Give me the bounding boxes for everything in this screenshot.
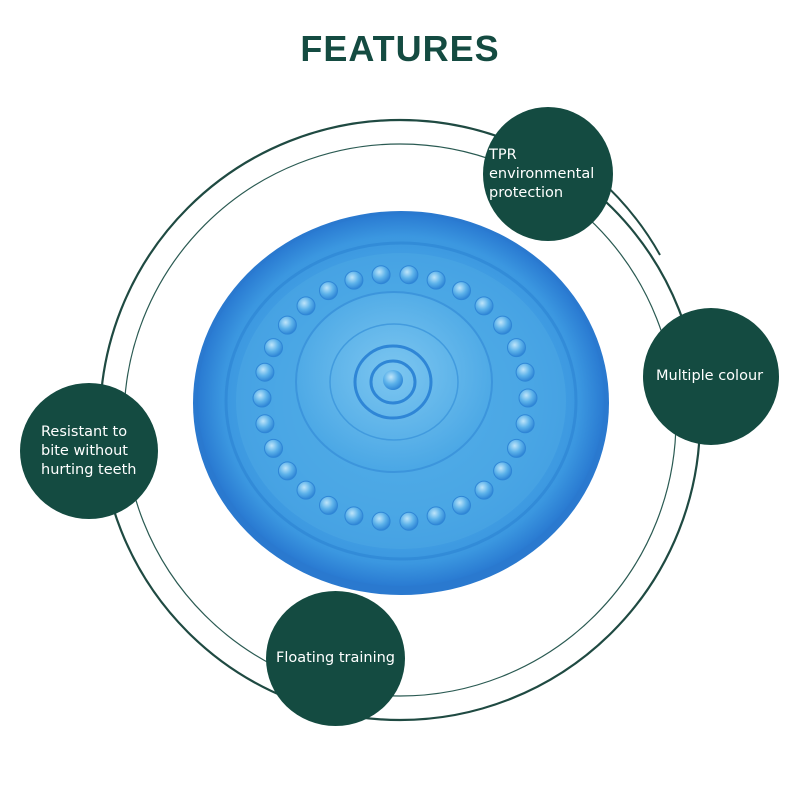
feature-bite-resistant: Resistant to bite without hurting teeth	[20, 383, 158, 519]
frisbee-bump	[296, 480, 316, 500]
frisbee-bump	[515, 414, 535, 434]
frisbee-bump	[264, 438, 283, 458]
frisbee-bump	[474, 296, 494, 316]
frisbee-bump	[371, 511, 391, 531]
frisbee-bump	[264, 338, 283, 358]
feature-label: TPR environmental protection	[489, 146, 595, 201]
frisbee-bump	[296, 296, 316, 316]
frisbee-bump	[452, 281, 471, 301]
feature-tpr-protection: TPR environmental protection	[483, 107, 613, 241]
frisbee-bump	[426, 506, 446, 526]
frisbee-bump	[255, 362, 275, 382]
frisbee-bump	[507, 338, 526, 358]
page-title: FEATURES	[300, 28, 500, 69]
frisbee-bump	[344, 270, 364, 290]
frisbee-bump	[474, 480, 494, 500]
feature-floating-training: Floating training	[266, 591, 405, 726]
feature-multiple-colour: Multiple colour	[643, 308, 779, 445]
frisbee-bump	[426, 270, 446, 290]
frisbee-bump	[319, 281, 338, 301]
frisbee-bump	[277, 315, 297, 335]
frisbee-icon	[193, 211, 609, 595]
frisbee-bump	[515, 362, 535, 382]
frisbee-bump	[344, 506, 364, 526]
frisbee-bump	[493, 461, 513, 481]
frisbee-bump	[493, 315, 513, 335]
feature-label: Floating training	[276, 650, 396, 666]
frisbee-bump	[277, 461, 297, 481]
frisbee-bump	[252, 388, 272, 408]
frisbee-bump	[399, 511, 419, 531]
frisbee-bump	[518, 388, 538, 408]
frisbee-bump	[399, 265, 419, 285]
frisbee-bump	[255, 414, 275, 434]
frisbee-bump	[319, 495, 338, 515]
frisbee-bump	[507, 438, 526, 458]
feature-label: Resistant to bite without hurting teeth	[41, 423, 137, 478]
feature-label: Multiple colour	[656, 368, 764, 384]
frisbee-bump	[452, 495, 471, 515]
frisbee-bump	[371, 265, 391, 285]
